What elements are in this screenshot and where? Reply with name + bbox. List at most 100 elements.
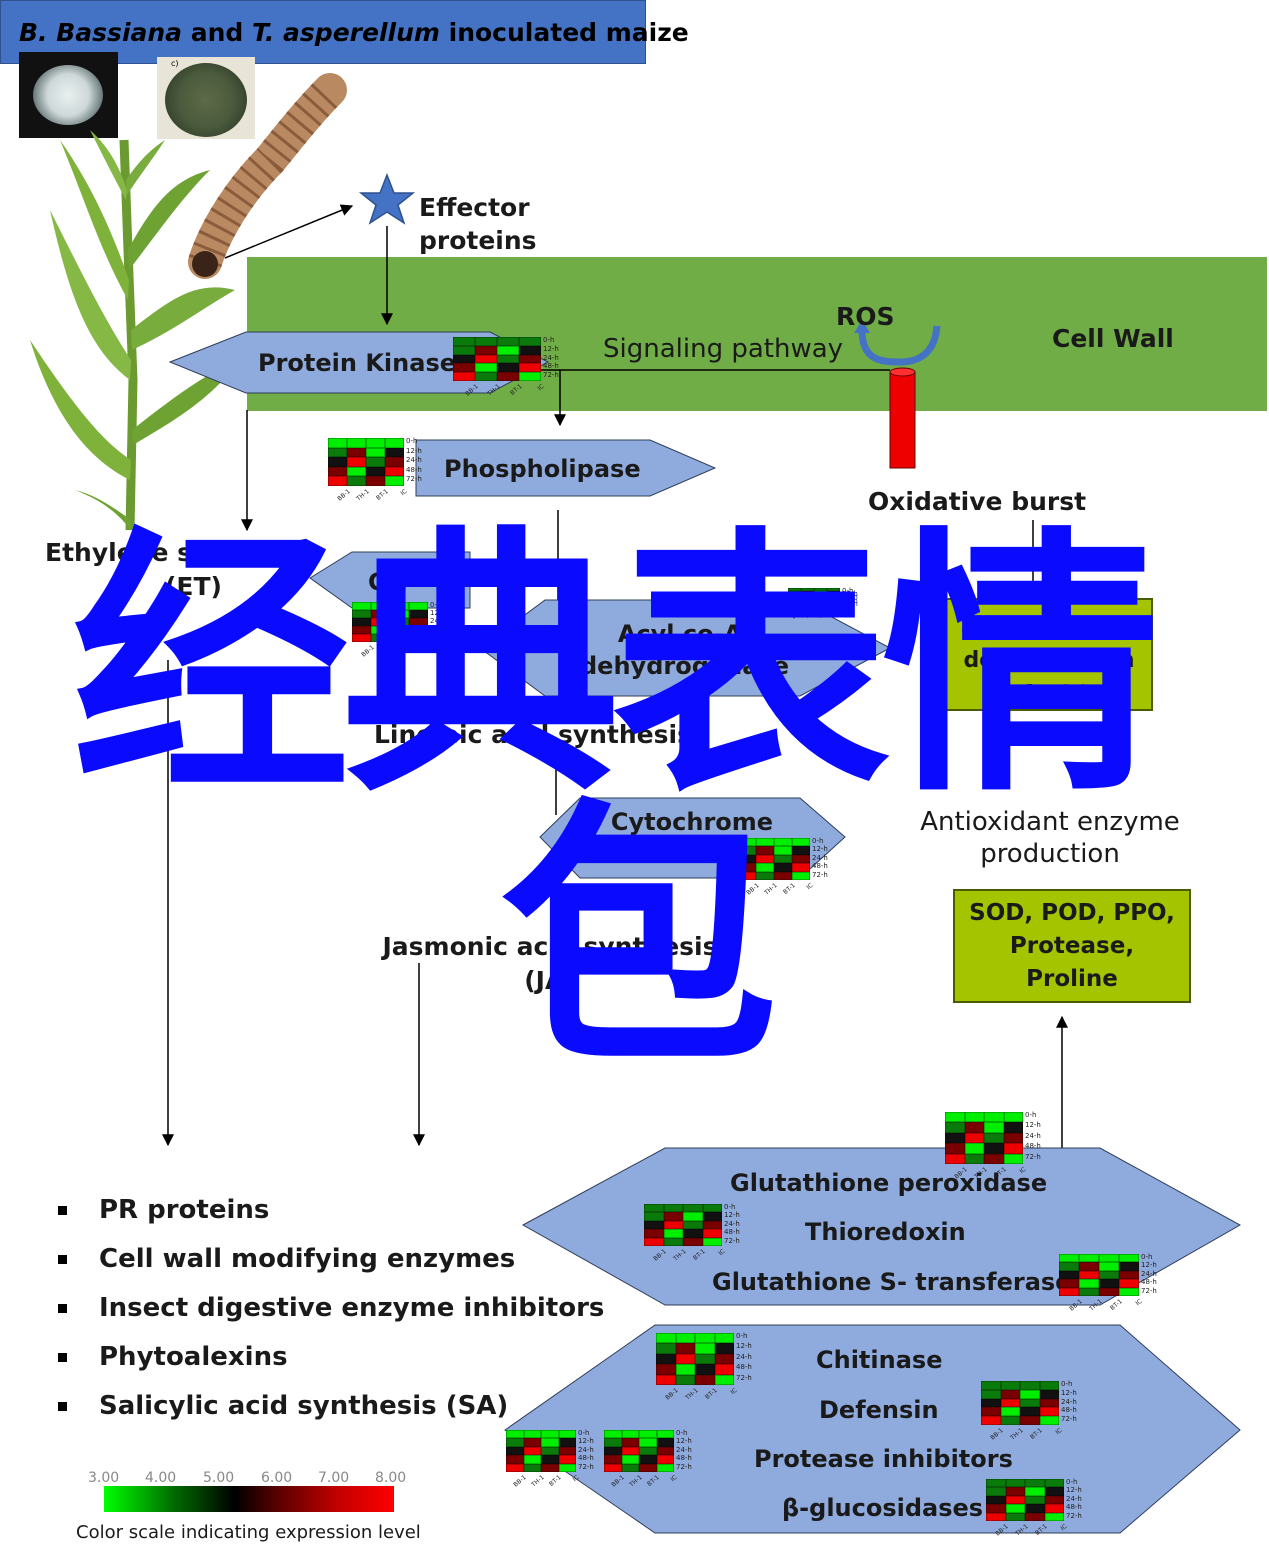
heatmap-cell xyxy=(639,1463,657,1472)
heatmap-cell xyxy=(945,1143,965,1154)
heatmap-cell xyxy=(1044,1479,1064,1488)
heatmap-cell xyxy=(506,1430,524,1439)
heatmap-cell xyxy=(1003,1122,1023,1133)
heatmap-row-label: 12-h xyxy=(406,446,422,455)
heatmap-cell xyxy=(981,1389,1001,1399)
heatmap-cell xyxy=(814,594,827,598)
heatmap-row-label: 12-h xyxy=(430,609,446,617)
scavenging-label-3: of ROS xyxy=(1007,682,1091,707)
heatmap-cell xyxy=(683,1237,703,1246)
heatmap-cell xyxy=(644,1220,664,1230)
heatmap-cell xyxy=(756,863,774,872)
heatmap-row-label: 0-h xyxy=(1025,1111,1037,1119)
heatmap-cell xyxy=(347,447,366,458)
heatmap-row-label: 72-h xyxy=(543,371,559,380)
heatmap-col-label: BB-1 xyxy=(664,1387,680,1402)
heatmap-cell xyxy=(683,1212,703,1221)
heatmap-cell xyxy=(738,854,756,864)
heatmap-cell xyxy=(453,372,475,381)
heatmap-cell xyxy=(558,1430,576,1439)
heatmap-row-label: 48-h xyxy=(406,465,422,474)
heatmap-cell xyxy=(986,1512,1006,1521)
heatmap-cell xyxy=(328,466,347,477)
heatmap-row-label: 24-h xyxy=(1066,1494,1082,1503)
heatmap-cell xyxy=(827,597,840,601)
heatmap-row-label: 0-h xyxy=(1066,1478,1078,1486)
heatmap-cell xyxy=(1079,1254,1099,1263)
cytochrome-label-1: Cytochrome xyxy=(610,808,774,836)
heatmap-cell xyxy=(756,838,774,847)
heatmap-cell xyxy=(1079,1279,1099,1288)
heatmap-row-label: 12-h xyxy=(676,1437,692,1446)
heatmap-col-label: BB-1 xyxy=(464,383,480,398)
scavenging-box xyxy=(945,598,1153,711)
heatmap-cell xyxy=(663,1229,683,1238)
heatmap-cell xyxy=(788,594,801,598)
bullet-square-icon xyxy=(58,1304,67,1313)
heatmap-cell xyxy=(774,846,792,855)
heatmap-cell xyxy=(390,626,409,634)
heatmap-row-label: 72-h xyxy=(430,633,446,641)
heatmap-cell xyxy=(644,1229,664,1238)
heatmap-cell xyxy=(328,457,347,467)
heatmap-cell xyxy=(984,1153,1004,1164)
heatmap-col-label: BB-1 xyxy=(953,1166,969,1181)
protein-kinase-label: Protein Kinase xyxy=(258,349,456,377)
heatmap-col-label: BB-1 xyxy=(994,1523,1010,1538)
heatmap-cell xyxy=(801,597,814,601)
heatmap-cell xyxy=(695,1364,715,1375)
petri-label: c) xyxy=(171,59,179,68)
scale-tick: 6.00 xyxy=(261,1470,293,1486)
heatmap-row-label: 0-h xyxy=(676,1429,688,1437)
heatmap-cell xyxy=(558,1463,576,1472)
heatmap-cell xyxy=(1119,1262,1139,1271)
bullet-square-icon xyxy=(58,1353,67,1362)
heatmap-cell xyxy=(675,1374,695,1385)
heatmap-cell xyxy=(756,846,774,855)
heatmap-cell xyxy=(1025,1504,1045,1513)
heatmap-cell xyxy=(774,863,792,872)
heatmap-cell xyxy=(738,838,756,847)
heatmap-cell xyxy=(675,1364,695,1375)
heatmap-cell xyxy=(792,846,810,855)
heatmap-cell xyxy=(366,457,385,467)
heatmap-cell xyxy=(675,1333,695,1344)
heatmap-cell xyxy=(1020,1407,1040,1417)
heatmap-cell xyxy=(695,1353,715,1365)
heatmap-row-label: 48-h xyxy=(430,625,446,633)
heatmap-cell xyxy=(774,838,792,847)
heatmap-row-label: 48-h xyxy=(1066,1503,1082,1512)
heatmap-cell xyxy=(621,1446,639,1456)
heatmap-row-label: 24-h xyxy=(543,353,559,362)
heatmap-cell xyxy=(1003,1153,1023,1164)
heatmap-cell xyxy=(986,1504,1006,1513)
heatmap-cell xyxy=(702,1237,722,1246)
heatmap-cell xyxy=(1025,1495,1045,1505)
scale-tick: 7.00 xyxy=(318,1470,350,1486)
heatmap-cell xyxy=(453,354,475,364)
heatmap-cell xyxy=(639,1438,657,1447)
heatmap-cell xyxy=(1025,1512,1045,1521)
heatmap-cell xyxy=(1020,1398,1040,1408)
acyl-label-1: Acyl co-A xyxy=(617,620,743,648)
heatmap-cell xyxy=(644,1204,664,1213)
bullet-square-icon xyxy=(58,1255,67,1264)
heatmap-row-label: 24-h xyxy=(724,1219,740,1228)
heatmap-cell xyxy=(814,588,827,592)
heatmap-cell xyxy=(1039,1407,1059,1417)
heatmap-cell xyxy=(523,1438,541,1447)
heatmap-row-label: 48-h xyxy=(724,1228,740,1237)
heatmap-row-label: 24-h xyxy=(1025,1131,1041,1140)
heatmap-cell xyxy=(1059,1270,1079,1280)
heatmap-cell xyxy=(523,1455,541,1464)
heatmap-cell xyxy=(639,1446,657,1456)
heatmap-cell xyxy=(328,476,347,486)
heatmap-cell xyxy=(695,1333,715,1344)
heatmap-col-label: BB-1 xyxy=(512,1474,528,1489)
heatmap-row-label: 72-h xyxy=(1025,1152,1041,1161)
heatmap-cell xyxy=(621,1463,639,1472)
heatmap-grid xyxy=(945,1112,1023,1164)
